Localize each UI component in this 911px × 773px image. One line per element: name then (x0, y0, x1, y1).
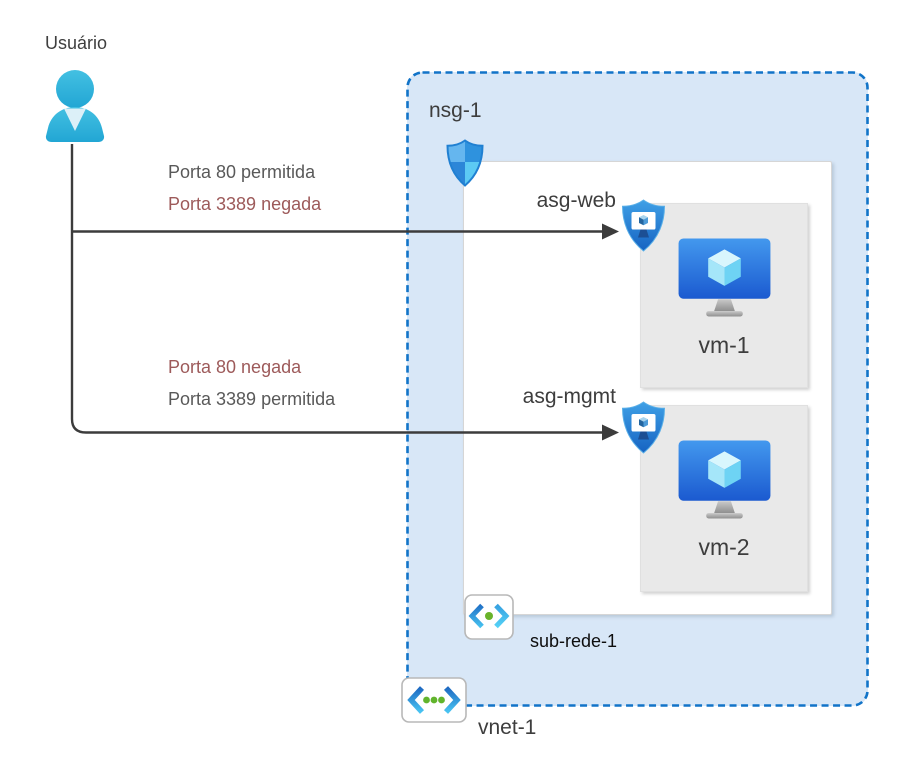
vm-icon (678, 238, 770, 317)
vnet-label: vnet-1 (478, 716, 537, 739)
vm1-label: vm-1 (698, 332, 750, 358)
asg-web-shield-icon (621, 199, 666, 252)
user-label: Usuário (45, 33, 108, 53)
rule-web-denied-label: Porta 3389 negada (168, 194, 322, 214)
vm2-label: vm-2 (698, 534, 750, 560)
nsg-label: nsg-1 (429, 99, 482, 122)
asg-mgmt-label: asg-mgmt (522, 385, 616, 408)
user-icon (45, 70, 105, 142)
subnet-label: sub-rede-1 (530, 631, 618, 651)
vnet-icon (401, 677, 467, 723)
subnet-icon (464, 594, 514, 640)
rule-mgmt-denied-label: Porta 80 negada (168, 357, 302, 377)
vm-icon (678, 440, 770, 519)
asg-mgmt-shield-icon (621, 401, 666, 454)
rule-mgmt-allowed-label: Porta 3389 permitida (168, 389, 336, 409)
rule-web-allowed-label: Porta 80 permitida (168, 162, 316, 182)
asg-web-label: asg-web (536, 189, 616, 212)
nsg-shield-icon (446, 139, 484, 187)
